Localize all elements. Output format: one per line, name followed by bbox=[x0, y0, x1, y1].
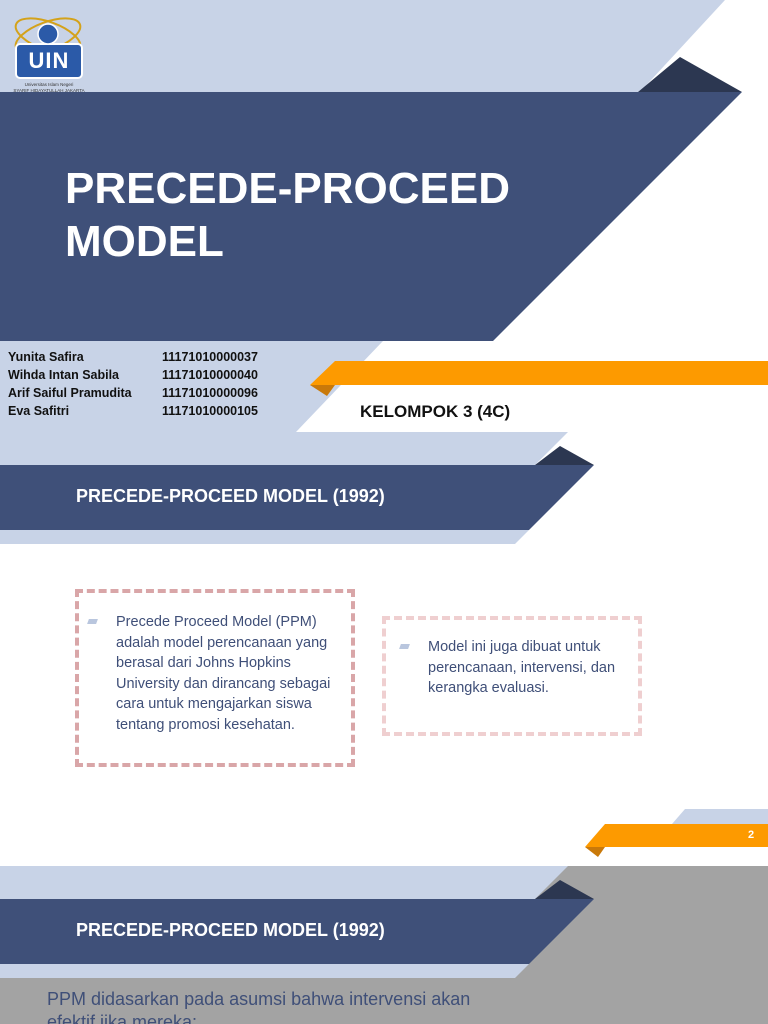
title-line-1: PRECEDE-PROCEED bbox=[65, 164, 510, 213]
top-light-band bbox=[0, 0, 725, 92]
member-name: Yunita Safira bbox=[8, 350, 84, 364]
top-dark-fold bbox=[638, 57, 742, 92]
member-id: 11171010000096 bbox=[162, 386, 258, 400]
member-id: 11171010000105 bbox=[162, 404, 258, 418]
member-row: Yunita Safira 11171010000037 bbox=[8, 348, 258, 366]
page-number: 2 bbox=[748, 829, 755, 841]
header-light-underband bbox=[0, 964, 529, 978]
logo-emblem bbox=[14, 17, 83, 79]
content-box-left bbox=[75, 589, 355, 767]
slide-title: PRECEDE-PROCEED MODEL (1992) bbox=[76, 486, 385, 506]
header-navy-banner bbox=[0, 899, 594, 964]
member-name: Wihda Intan Sabila bbox=[8, 368, 120, 382]
body-line-1: PPM didasarkan pada asumsi bahwa interve… bbox=[47, 989, 471, 1009]
slide-3-decor bbox=[0, 866, 594, 978]
footer-orange-stripe bbox=[585, 824, 768, 847]
member-row: Eva Safitri 11171010000105 bbox=[8, 402, 258, 420]
slide-title: PRECEDE-PROCEED MODEL (1992) bbox=[76, 920, 385, 940]
footer-orange-fold bbox=[585, 847, 605, 857]
body-text: PPM didasarkan pada asumsi bahwa interve… bbox=[47, 988, 470, 1024]
slide-1-decor bbox=[0, 0, 768, 432]
members-light-band bbox=[0, 341, 383, 432]
title-navy-banner bbox=[0, 92, 742, 341]
bullet-icon bbox=[399, 644, 410, 649]
header-light-underband bbox=[0, 530, 529, 544]
member-row: Wihda Intan Sabila 11171010000040 bbox=[8, 366, 258, 384]
logo-text: UIN bbox=[28, 48, 70, 73]
slide-2: PRECEDE-PROCEED MODEL (1992) Precede Pro… bbox=[0, 432, 768, 866]
member-row: Arif Saiful Pramudita 11171010000096 bbox=[8, 384, 258, 402]
logo-caption-2: SYARIF HIDAYATULLAH JAKARTA bbox=[13, 88, 85, 93]
body-line-2: efektif jika mereka: bbox=[47, 1012, 198, 1024]
bullet-icon bbox=[87, 619, 98, 624]
slide-2-decor bbox=[0, 432, 768, 857]
slide-1: UIN Universitas Islam Negeri SYARIF HIDA… bbox=[0, 0, 768, 432]
orange-stripe bbox=[310, 361, 768, 385]
footer-light-band bbox=[672, 809, 768, 824]
member-name: Eva Safitri bbox=[8, 404, 70, 418]
header-light-band bbox=[0, 866, 568, 899]
title-line-2: MODEL bbox=[65, 217, 224, 266]
orange-fold bbox=[310, 385, 335, 396]
header-dark-fold bbox=[535, 880, 594, 899]
header-light-band bbox=[0, 432, 568, 465]
logo-caption-1: Universitas Islam Negeri bbox=[24, 82, 74, 87]
content-box-right bbox=[382, 616, 642, 736]
group-label: KELOMPOK 3 (4C) bbox=[360, 402, 511, 421]
member-name: Arif Saiful Pramudita bbox=[8, 386, 132, 400]
box-right-text: Model ini juga dibuat untuk perencanaan,… bbox=[428, 639, 616, 696]
box-left-text: Precede Proceed Model (PPM) adalah model… bbox=[116, 614, 331, 733]
presentation-title: PRECEDE-PROCEED MODEL bbox=[65, 162, 510, 268]
header-navy-banner bbox=[0, 465, 594, 530]
member-id: 11171010000037 bbox=[162, 350, 258, 364]
uin-logo: UIN Universitas Islam Negeri SYARIF HIDA… bbox=[6, 6, 92, 94]
header-dark-fold bbox=[535, 446, 594, 465]
member-list: Yunita Safira 11171010000037 Wihda Intan… bbox=[8, 348, 258, 420]
slide-3: PRECEDE-PROCEED MODEL (1992) PPM didasar… bbox=[0, 866, 768, 1024]
member-id: 11171010000040 bbox=[162, 368, 258, 382]
